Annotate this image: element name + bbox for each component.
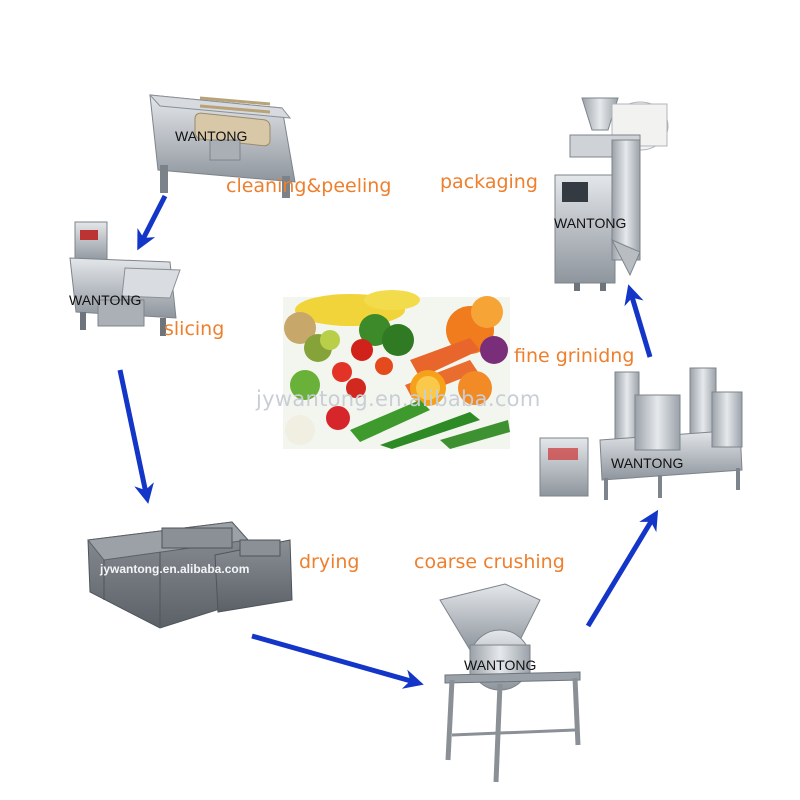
arrow-drying-to-coarse xyxy=(251,633,424,689)
step-label-cleaning: cleaning&peeling xyxy=(226,175,392,197)
arrow-fine-to-packaging xyxy=(624,284,653,358)
fine-grinding-machine xyxy=(539,367,743,500)
step-label-slicing: slicing xyxy=(164,318,225,340)
slicing-machine xyxy=(69,221,181,336)
arrow-coarse-to-fine xyxy=(585,509,659,628)
process-arrows xyxy=(117,194,659,689)
step-label-coarse: coarse crushing xyxy=(414,551,565,573)
brand-label-packaging: WANTONG xyxy=(554,215,627,231)
step-label-drying: drying xyxy=(299,551,360,573)
dryer-watermark: jywantong.en.alibaba.com xyxy=(100,562,250,576)
arrow-slicing-to-drying xyxy=(117,369,154,504)
brand-label-fine: WANTONG xyxy=(611,455,684,471)
step-label-packaging: packaging xyxy=(440,171,538,193)
packaging-machine xyxy=(554,97,669,291)
brand-label-cleaning: WANTONG xyxy=(175,128,248,144)
coarse-crusher-machine xyxy=(439,583,581,783)
cleaning-peeling-machine xyxy=(148,94,296,198)
center-watermark: jywantong.en.alibaba.com xyxy=(256,387,541,411)
step-label-fine: fine grinidng xyxy=(514,345,635,367)
vegetables-photo xyxy=(283,290,510,449)
dryer-machine xyxy=(87,521,293,629)
arrow-cleaning-to-slicing xyxy=(137,194,168,251)
brand-label-slicing: WANTONG xyxy=(69,292,142,308)
brand-label-coarse: WANTONG xyxy=(464,657,537,673)
